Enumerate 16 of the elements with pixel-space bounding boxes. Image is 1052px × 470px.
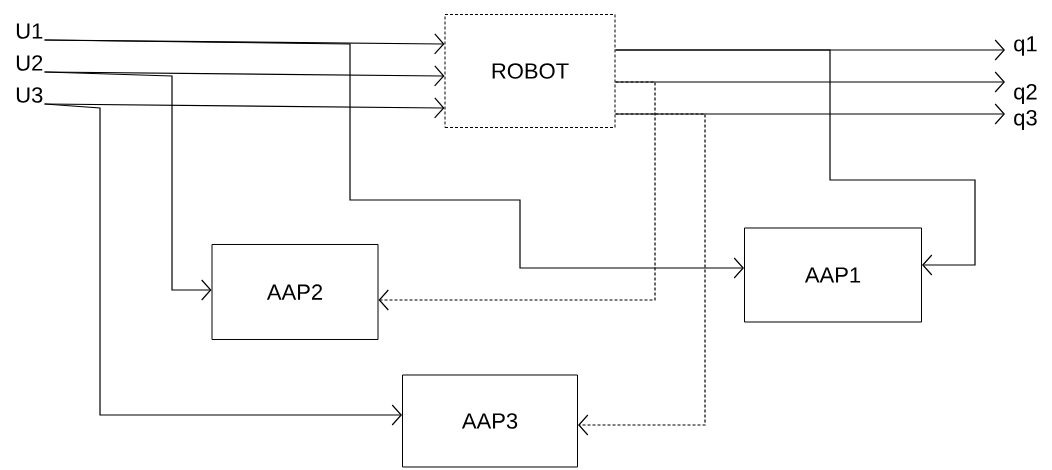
signal-label: U3 <box>16 87 43 103</box>
arrow <box>614 49 976 276</box>
signal-label: q3 <box>1014 110 1037 130</box>
signal-label: q2 <box>1014 84 1037 104</box>
signal-label: U1 <box>16 23 43 39</box>
arrow <box>43 39 744 279</box>
block-box: AAP3 <box>402 374 578 468</box>
block-box: ROBOT <box>444 14 616 128</box>
signal-label: q1 <box>1014 36 1037 56</box>
arrow <box>43 71 212 301</box>
arrow <box>43 103 402 426</box>
block-box: AAP1 <box>744 227 922 323</box>
block-box: AAP2 <box>211 244 379 340</box>
arrow <box>578 113 706 436</box>
arrow <box>378 81 656 311</box>
signal-label: U2 <box>16 55 43 71</box>
